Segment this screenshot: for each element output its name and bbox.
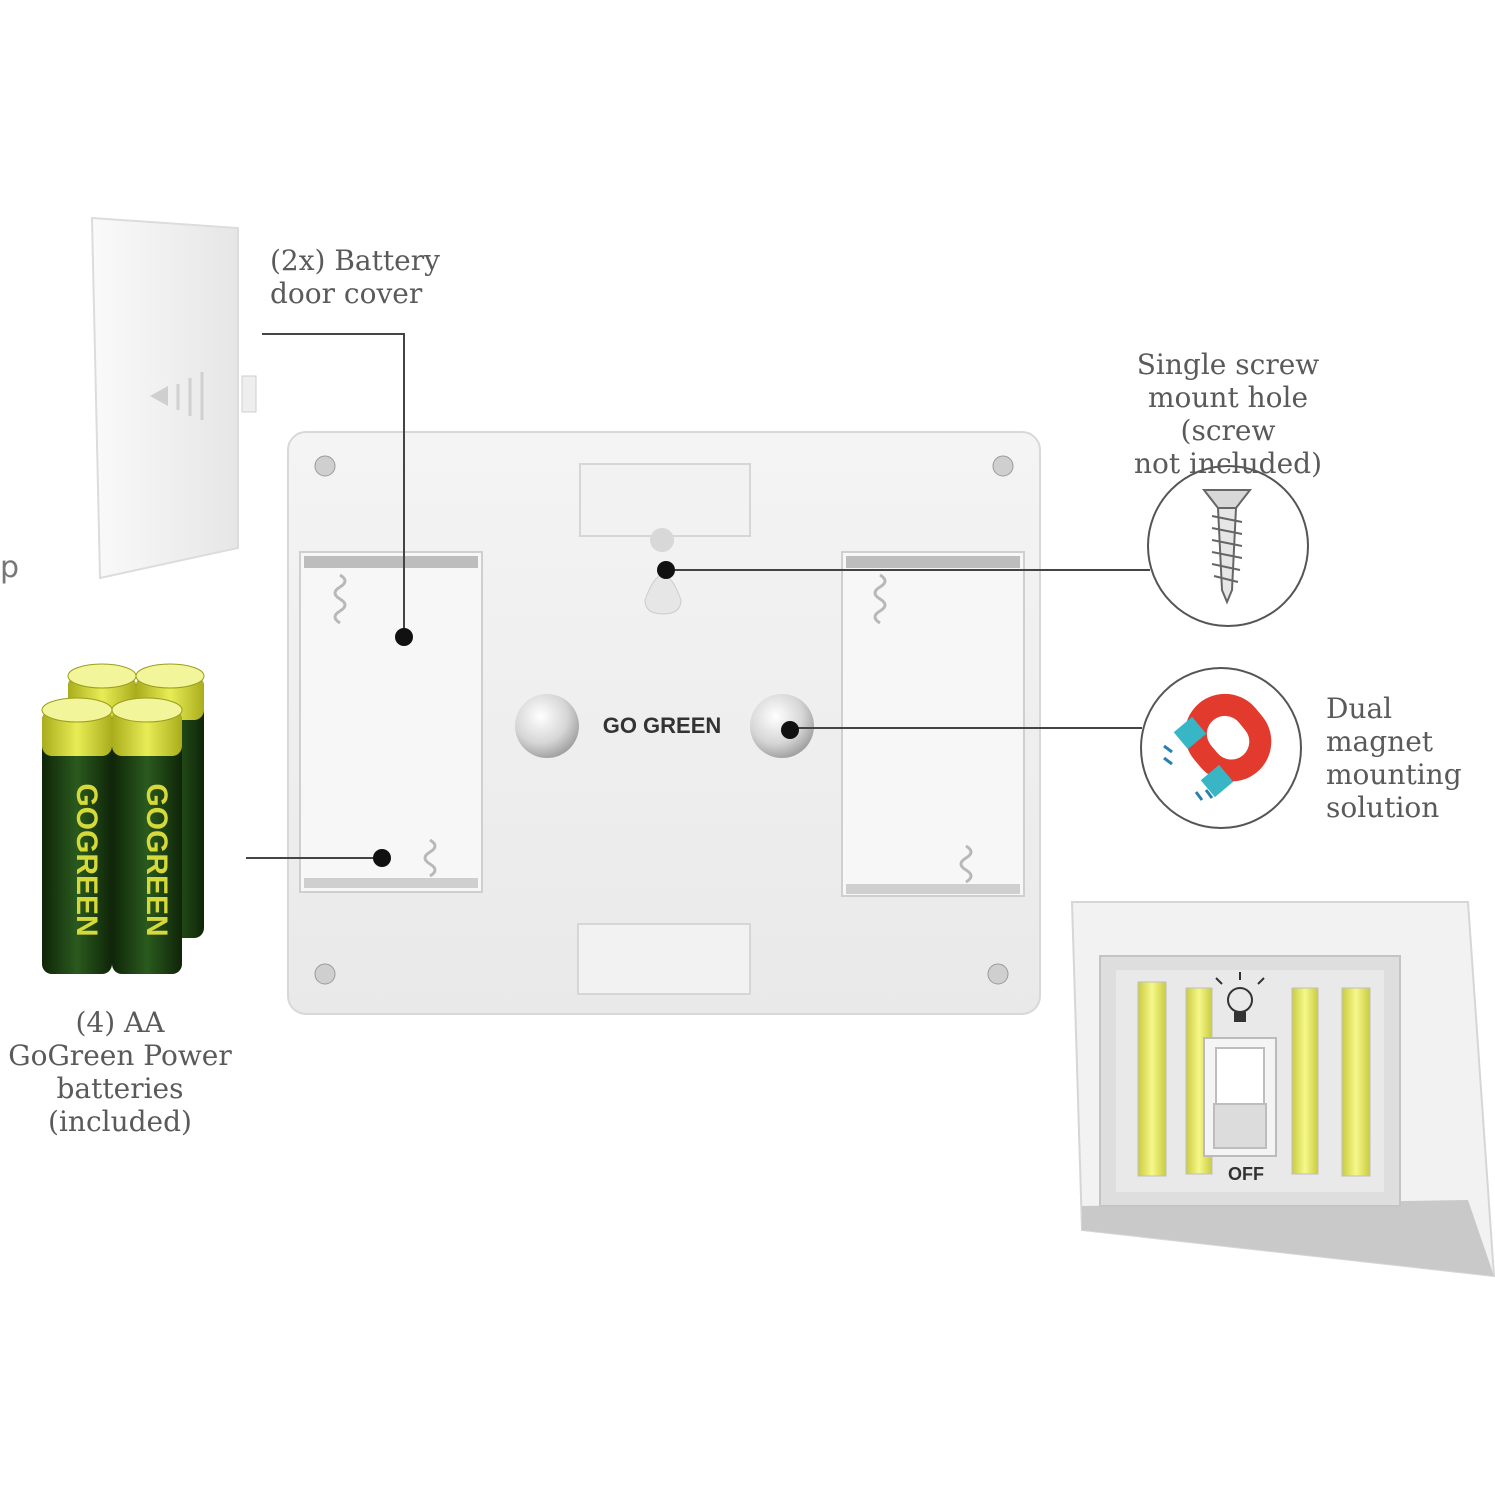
batteries-label-line: batteries — [56, 1072, 184, 1105]
batteries-label-line: (included) — [48, 1105, 192, 1138]
screw-label-line: Single screw — [1136, 348, 1320, 381]
callout-dots — [373, 561, 799, 867]
batteries-label: (4) AA GoGreen Power batteries (included… — [8, 1006, 232, 1138]
callout-lines — [246, 333, 1150, 859]
battery-door-label-line: (2x) Battery — [270, 244, 440, 277]
screw-mount-label: Single screw mount hole (screw not inclu… — [1100, 348, 1356, 480]
lightbulb-icon — [1215, 972, 1265, 1022]
magnet-label-line: magnet — [1326, 725, 1434, 758]
back-plate — [287, 431, 1041, 1015]
magnet-bubble — [1140, 667, 1302, 829]
battery-door-label: (2x) Battery door cover — [270, 244, 440, 310]
switch-light: OFF — [1070, 901, 1495, 1278]
battery-door-label-line: door cover — [270, 277, 423, 310]
battery-brand-label: GOGREEN — [140, 783, 173, 936]
brand-logo: GO GREEN — [603, 713, 722, 738]
magnet-label-line: Dual — [1326, 692, 1393, 725]
batteries-label-line: (4) AA — [75, 1006, 165, 1039]
magnet-label-line: mounting — [1326, 758, 1462, 791]
screw-label-line: mount hole (screw — [1147, 381, 1309, 447]
magnet-label-line: solution — [1326, 791, 1440, 824]
aa-batteries: GOGREEN GOGREEN — [41, 663, 205, 974]
battery-door-cover — [90, 216, 257, 580]
magnet-mount-label: Dual magnet mounting solution — [1326, 692, 1462, 824]
off-label: OFF — [1228, 1164, 1264, 1184]
screw-bubble — [1147, 465, 1309, 627]
cropped-text-fragment: p — [0, 550, 20, 585]
screw-label-line: not included) — [1133, 447, 1323, 480]
battery-brand-label: GOGREEN — [70, 783, 103, 936]
batteries-label-line: GoGreen Power — [8, 1039, 232, 1072]
